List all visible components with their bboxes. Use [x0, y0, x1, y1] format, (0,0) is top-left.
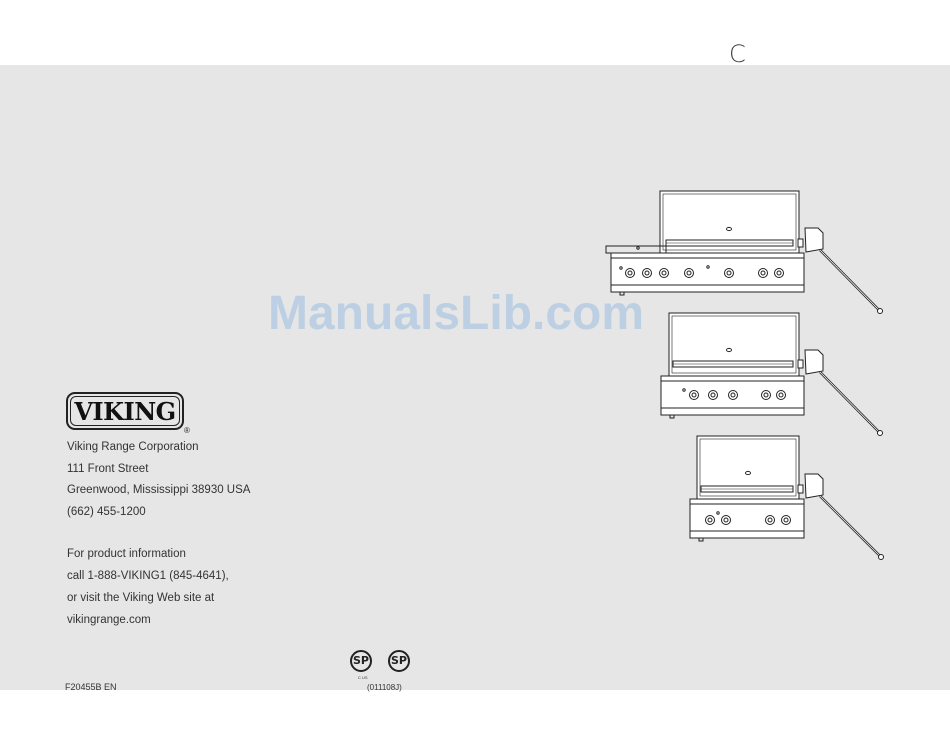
- logo-wordmark: VIKING: [74, 397, 175, 426]
- info-line: call 1-888-VIKING1 (845-4641),: [67, 565, 229, 587]
- company-address: Viking Range Corporation 111 Front Stree…: [67, 437, 250, 523]
- document-code: F20455B EN: [65, 682, 117, 692]
- address-line: 111 Front Street: [67, 459, 250, 481]
- registered-mark: ®: [184, 426, 190, 435]
- csa-mark-text: SP: [390, 654, 408, 667]
- address-line: Greenwood, Mississippi 38930 USA: [67, 480, 250, 502]
- info-line: For product information: [67, 543, 229, 565]
- csa-subscript: C US: [358, 675, 368, 680]
- csa-certification-icon: SP: [350, 650, 372, 672]
- address-line: Viking Range Corporation: [67, 437, 250, 459]
- certification-code: (011108J): [367, 683, 402, 692]
- info-line: or visit the Viking Web site at: [67, 587, 229, 609]
- watermark-text: ManualsLib.com: [268, 286, 644, 341]
- grill-large-illustration: [606, 191, 883, 314]
- csa-mark-text: SP: [352, 654, 370, 667]
- grill-small-illustration: [690, 436, 884, 560]
- info-line: vikingrange.com: [67, 609, 229, 631]
- viking-logo: VIKING: [66, 392, 184, 430]
- csa-certification-icon: SP: [388, 650, 410, 672]
- address-line: (662) 455-1200: [67, 502, 250, 524]
- product-info: For product information call 1-888-VIKIN…: [67, 543, 229, 631]
- grill-medium-illustration: [661, 313, 883, 436]
